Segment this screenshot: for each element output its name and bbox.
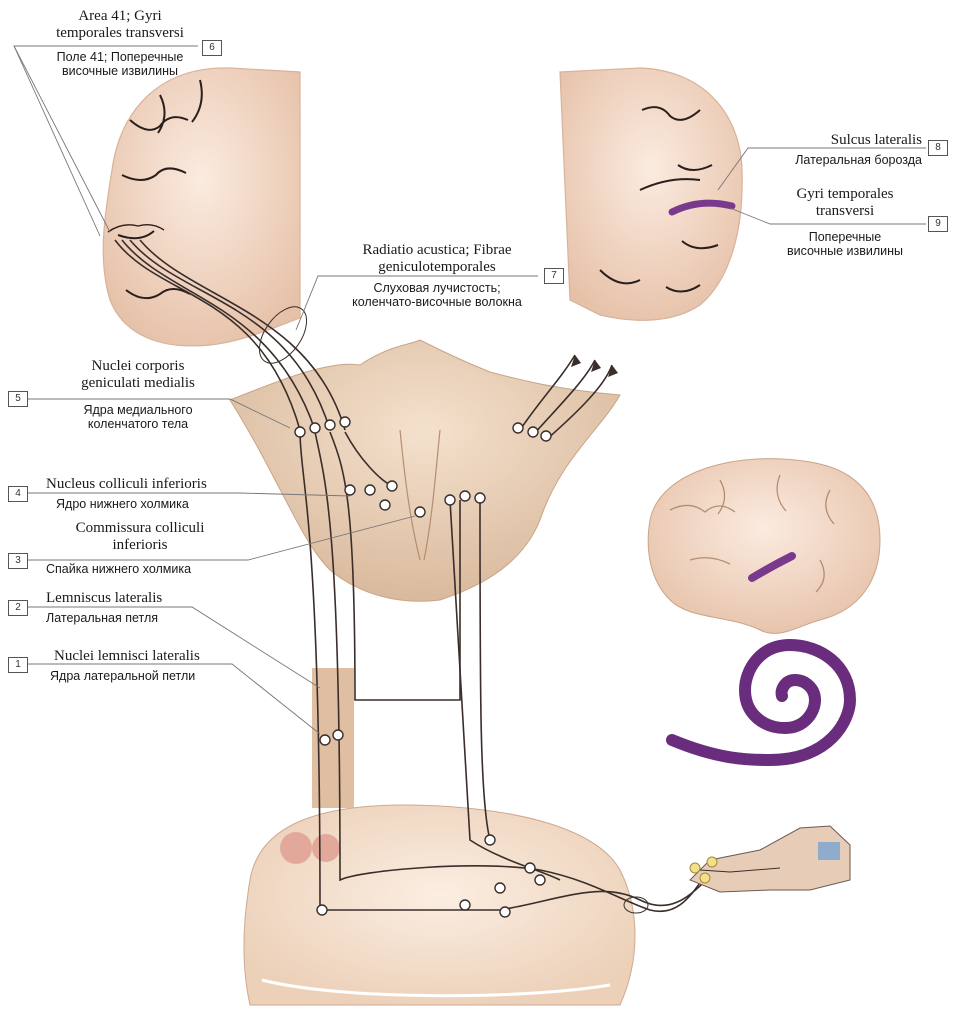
label-6-latin-line-2: temporales transversi <box>40 25 200 42</box>
lateral-brain-thumbnail <box>648 459 880 634</box>
label-7-russian: Слуховая лучистость; коленчато-височные … <box>328 281 546 310</box>
label-9-latin-line-2: transversi <box>770 203 920 220</box>
label-4-russian: Ядро нижнего холмика <box>56 497 256 511</box>
label-5-russian-line-2: коленчатого тела <box>48 417 228 431</box>
label-3-latin-line-2: inferioris <box>40 537 240 554</box>
label-6-latin-line-1: Area 41; Gyri <box>40 8 200 25</box>
label-1-latin: Nuclei lemnisci lateralis <box>54 648 254 665</box>
inner-ear-detail <box>690 826 850 892</box>
callout-number-3: 3 <box>8 553 28 569</box>
label-6-russian-line-2: височные извилины <box>40 64 200 78</box>
label-3-latin: Commissura colliculi inferioris <box>40 520 240 555</box>
right-coronal-section <box>560 68 742 320</box>
label-6-latin: Area 41; Gyri temporales transversi <box>40 8 200 43</box>
label-8-russian: Латеральная борозда <box>742 153 922 167</box>
label-7-russian-line-1: Слуховая лучистость; <box>328 281 546 295</box>
label-5-latin: Nuclei corporis geniculati medialis <box>48 358 228 393</box>
callout-number-1: 1 <box>8 657 28 673</box>
label-9-russian-line-2: височные извилины <box>770 244 920 258</box>
callout-number-8: 8 <box>928 140 948 156</box>
label-7-latin-line-1: Radiatio acustica; Fibrae <box>332 242 542 259</box>
label-9-russian-line-1: Поперечные <box>770 230 920 244</box>
label-6-russian-line-1: Поле 41; Поперечные <box>40 50 200 64</box>
label-3-latin-line-1: Commissura colliculi <box>40 520 240 537</box>
label-9-latin-line-1: Gyri temporales <box>770 186 920 203</box>
callout-number-2: 2 <box>8 600 28 616</box>
label-9-latin: Gyri temporales transversi <box>770 186 920 221</box>
label-2-latin: Lemniscus lateralis <box>46 590 226 607</box>
brainstem <box>230 340 635 1005</box>
callout-number-6: 6 <box>202 40 222 56</box>
callout-number-4: 4 <box>8 486 28 502</box>
label-4-latin: Nucleus colliculi inferioris <box>46 476 266 493</box>
label-2-russian: Латеральная петля <box>46 611 226 625</box>
label-3-russian: Спайка нижнего холмика <box>46 562 246 576</box>
label-9-russian: Поперечные височные извилины <box>770 230 920 259</box>
label-5-latin-line-2: geniculati medialis <box>48 375 228 392</box>
label-1-russian: Ядра латеральной петли <box>50 669 250 683</box>
label-7-russian-line-2: коленчато-височные волокна <box>328 295 546 309</box>
label-5-russian: Ядра медиального коленчатого тела <box>48 403 228 432</box>
callout-number-7: 7 <box>544 268 564 284</box>
label-7-latin-line-2: geniculotemporales <box>332 259 542 276</box>
label-5-russian-line-1: Ядра медиального <box>48 403 228 417</box>
callout-number-5: 5 <box>8 391 28 407</box>
cochlea-spiral <box>672 645 850 760</box>
label-6-russian: Поле 41; Поперечные височные извилины <box>40 50 200 79</box>
label-7-latin: Radiatio acustica; Fibrae geniculotempor… <box>332 242 542 277</box>
left-coronal-section <box>103 68 300 346</box>
label-8-latin: Sulcus lateralis <box>742 132 922 149</box>
label-5-latin-line-1: Nuclei corporis <box>48 358 228 375</box>
callout-number-9: 9 <box>928 216 948 232</box>
